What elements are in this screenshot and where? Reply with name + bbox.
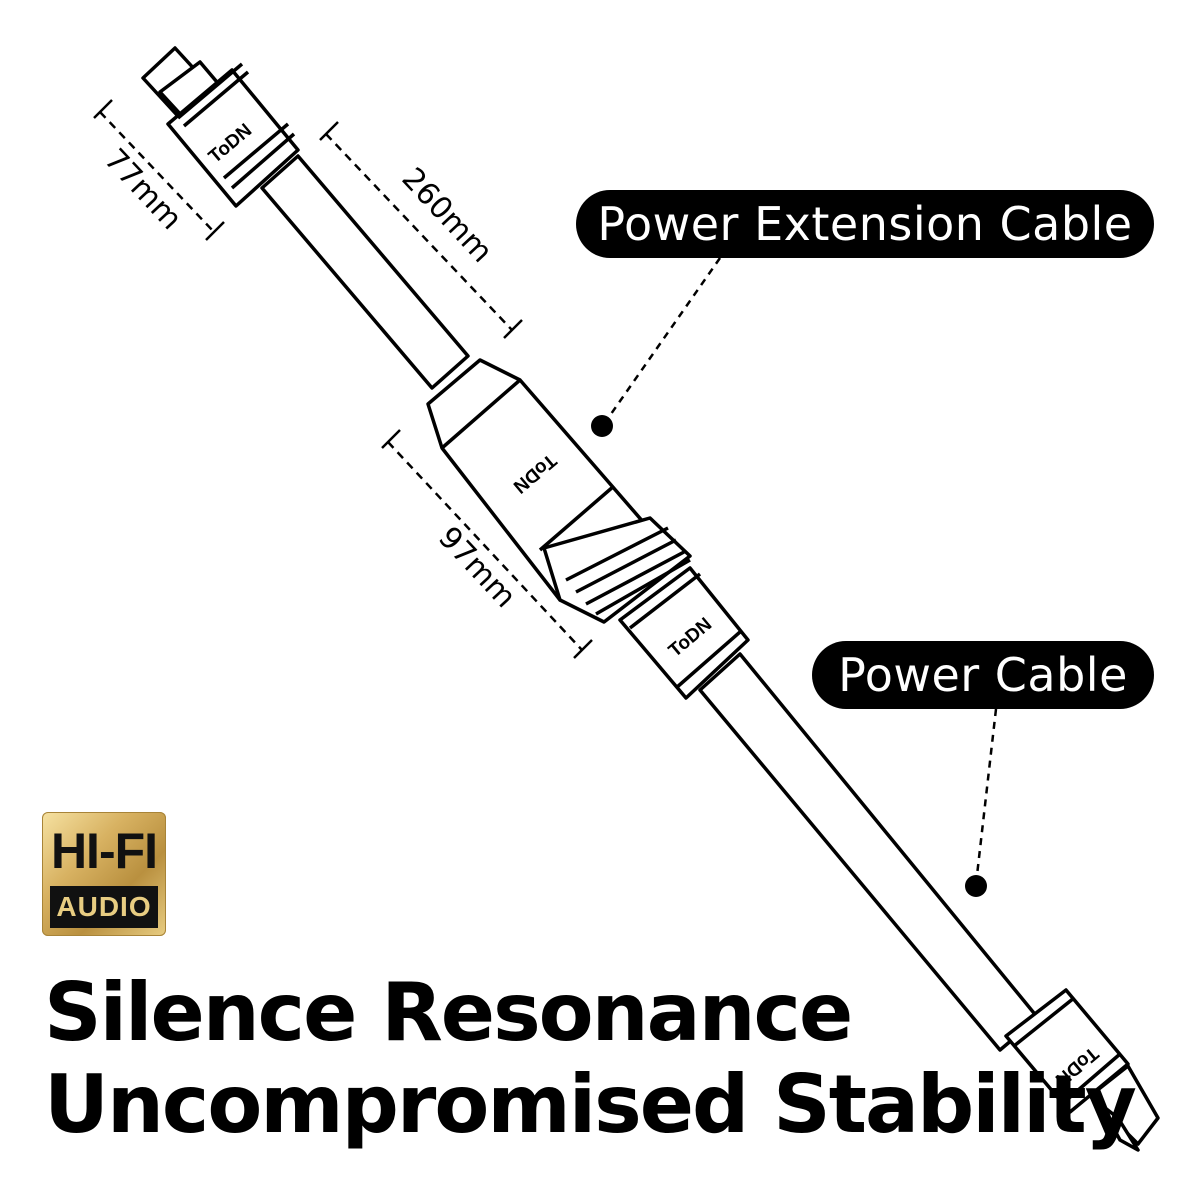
- bottom-plug-ridge: [1060, 1052, 1122, 1106]
- power-plug-ridge: [628, 572, 702, 630]
- extension-cable-label: Power Extension Cable: [576, 190, 1154, 258]
- dim-77-tick: [93, 99, 113, 119]
- dim-97-line: [387, 441, 583, 651]
- dim-97-tick: [573, 639, 593, 659]
- dim-260-label: 260mm: [395, 161, 500, 270]
- connector-ridge: [538, 484, 616, 552]
- thread-line: [565, 526, 669, 582]
- thread-line: [595, 558, 691, 616]
- thread-line: [575, 538, 677, 594]
- headline-line-1: Silence Resonance: [44, 966, 853, 1059]
- top-plug-ridge: [222, 122, 290, 180]
- bottom-plug-body: [1004, 988, 1130, 1114]
- top-plug-ridge: [176, 62, 244, 120]
- badge-top-text: HI-FI: [50, 823, 158, 879]
- power-plug-body: [618, 566, 750, 700]
- dim-97-tick: [381, 429, 401, 449]
- connector-ridge: [440, 378, 522, 450]
- power-plug-ridge: [674, 630, 742, 690]
- dim-77-tick: [205, 221, 225, 241]
- callout-dot-extension: [591, 415, 613, 437]
- bottom-plug-prongs: [1098, 1102, 1140, 1152]
- badge-band: AUDIO: [50, 886, 158, 928]
- top-plug-ridge: [230, 132, 296, 190]
- callout-dot-power: [965, 875, 987, 897]
- top-plug-ridge: [182, 70, 250, 128]
- dim-260-tick: [503, 319, 523, 339]
- thread-line: [585, 550, 685, 606]
- callout-leader-power: [974, 708, 998, 885]
- upper-cable: [260, 154, 470, 390]
- headline-line-2: Uncompromised Stability: [44, 1058, 1137, 1151]
- bottom-plug-ridge: [1012, 996, 1076, 1048]
- dim-260-line: [325, 133, 513, 331]
- power-cable-label: Power Cable: [812, 641, 1154, 709]
- dim-260-tick: [319, 121, 339, 141]
- hifi-audio-badge: HI-FI AUDIO: [42, 812, 166, 936]
- badge-bottom-text: AUDIO: [56, 891, 152, 922]
- callout-leader-extension: [602, 257, 722, 425]
- top-plug-body: [166, 68, 300, 208]
